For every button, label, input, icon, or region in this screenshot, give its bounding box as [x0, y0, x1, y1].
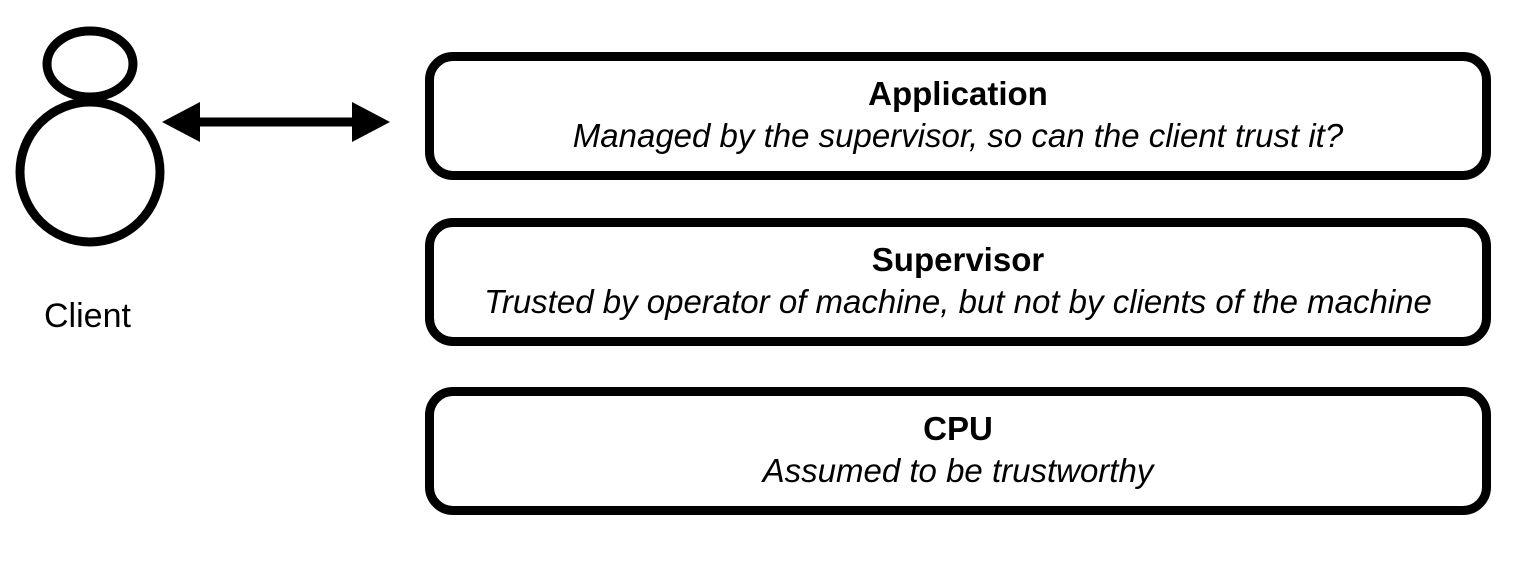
person-icon [15, 26, 165, 247]
client-label: Client [44, 297, 131, 335]
arrow-head-right [352, 102, 390, 142]
double-arrow-icon [162, 102, 390, 142]
cpu-layer: CPU Assumed to be trustworthy [425, 387, 1491, 515]
cpu-layer-title: CPU [923, 410, 993, 447]
cpu-layer-description: Assumed to be trustworthy [762, 452, 1154, 489]
person-head [42, 26, 138, 102]
application-layer-description: Managed by the supervisor, so can the cl… [572, 117, 1344, 154]
application-layer-title: Application [868, 75, 1048, 112]
application-layer: Application Managed by the supervisor, s… [425, 52, 1491, 180]
supervisor-layer: Supervisor Trusted by operator of machin… [425, 218, 1491, 346]
person-body [15, 97, 165, 247]
supervisor-layer-description: Trusted by operator of machine, but not … [484, 283, 1432, 320]
supervisor-layer-title: Supervisor [871, 241, 1045, 278]
arrow-head-left [162, 102, 200, 142]
